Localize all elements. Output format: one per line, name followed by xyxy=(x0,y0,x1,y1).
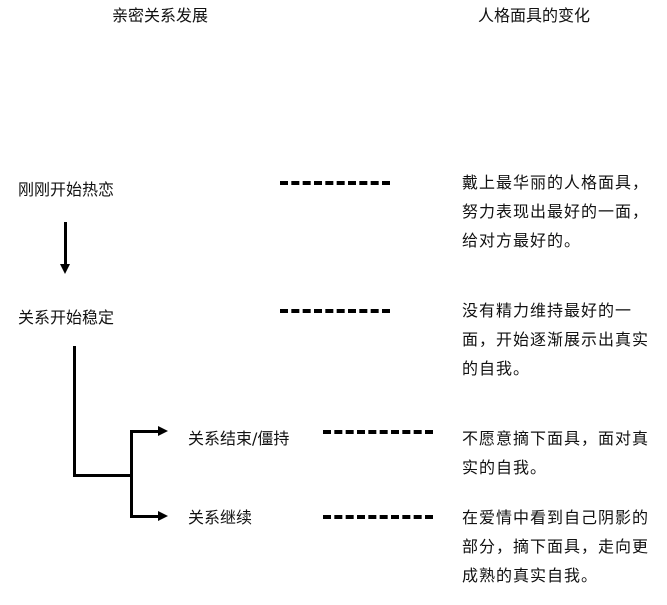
stage-label-ending: 关系结束/僵持 xyxy=(188,429,290,448)
branch-arrow-lower-shaft xyxy=(130,515,158,518)
stage-desc-continuing: 在爱情中看到自己阴影的部分，摘下面具，走向更成熟的真实自我。 xyxy=(462,508,650,585)
branch-vertical-line xyxy=(130,430,133,517)
branch-arrow-lower-head xyxy=(158,511,168,521)
dashed-connector-3 xyxy=(323,430,433,434)
down-arrow-head xyxy=(60,264,70,274)
branch-trunk-line xyxy=(73,346,76,477)
dashed-connector-4 xyxy=(323,515,433,519)
header-relationship-development: 亲密关系发展 xyxy=(112,6,209,25)
stage-label-stabilizing: 关系开始稳定 xyxy=(18,308,115,327)
stage-desc-early-love: 戴上最华丽的人格面具，努力表现出最好的一面，给对方最好的。 xyxy=(462,173,650,250)
stage-label-early-love: 刚刚开始热恋 xyxy=(18,180,115,199)
stage-desc-ending: 不愿意摘下面具，面对真实的自我。 xyxy=(462,429,650,477)
dashed-connector-1 xyxy=(280,181,390,185)
down-arrow-shaft xyxy=(64,222,67,264)
branch-horizontal-line xyxy=(73,474,133,477)
stage-desc-stabilizing: 没有精力维持最好的一面，开始逐渐展示出真实的自我。 xyxy=(462,301,650,378)
branch-arrow-upper-shaft xyxy=(130,430,158,433)
dashed-connector-2 xyxy=(280,309,390,313)
branch-arrow-upper-head xyxy=(158,426,168,436)
stage-label-continuing: 关系继续 xyxy=(188,508,253,527)
header-persona-change: 人格面具的变化 xyxy=(478,6,591,25)
